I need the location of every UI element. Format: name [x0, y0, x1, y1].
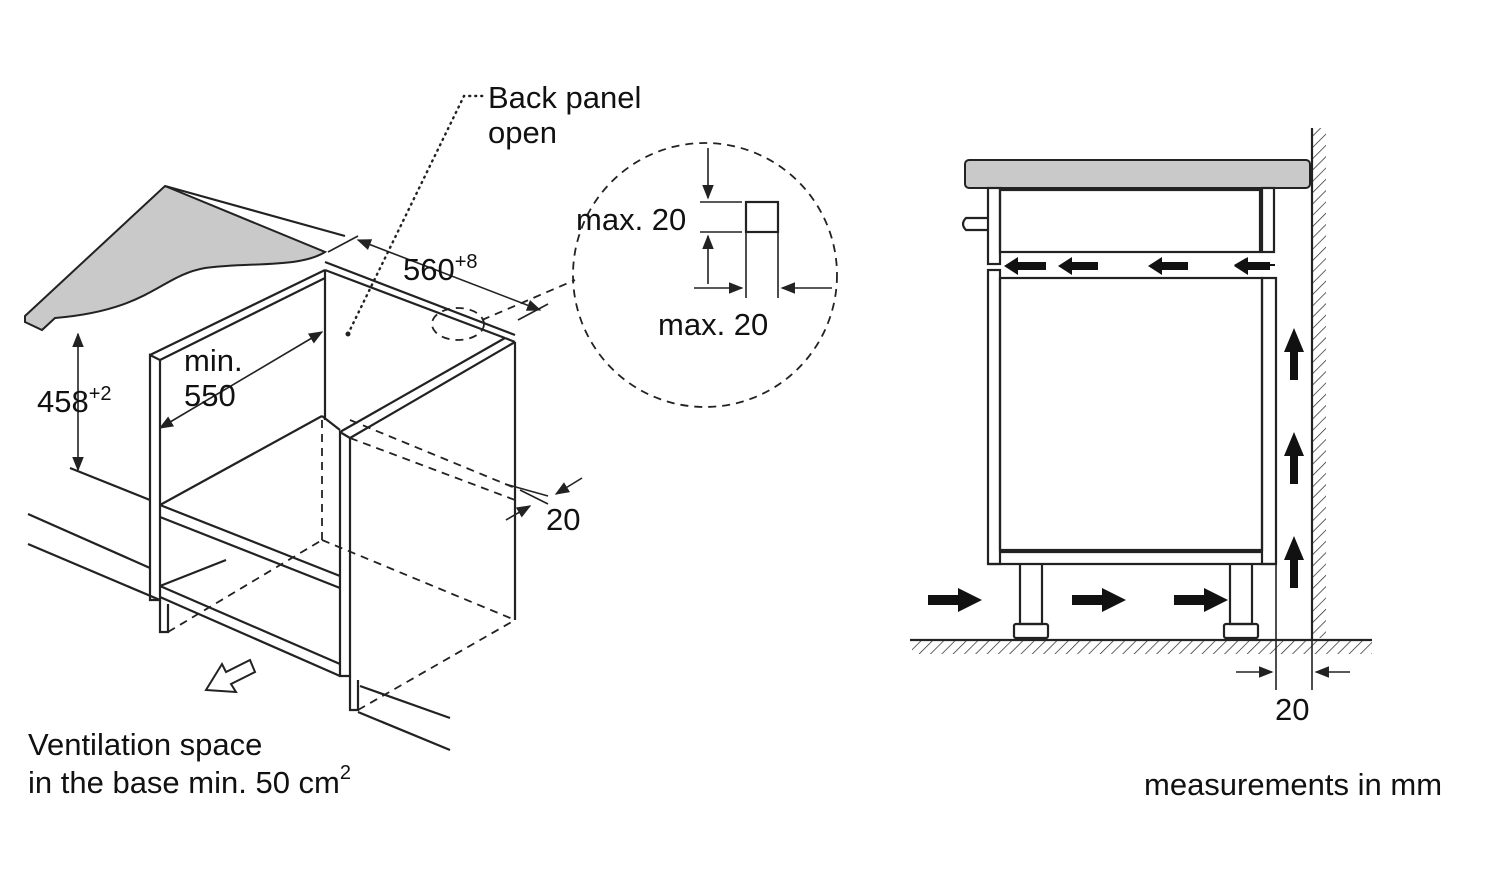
- detail-magnifier: [572, 142, 838, 408]
- width-tolerance: +8: [455, 251, 478, 273]
- side-section: [910, 128, 1372, 690]
- detail-max-top-label: max. 20: [576, 202, 686, 237]
- width-value: 560: [403, 252, 455, 287]
- depth-label-line2: 550: [184, 378, 236, 413]
- cabinet-isometric: [24, 94, 583, 752]
- ventilation-arrow-icon: [204, 658, 257, 694]
- height-value: 458: [37, 384, 89, 419]
- ventilation-note-text: in the base min. 50 cm: [28, 765, 340, 800]
- depth-label-line1: min.: [184, 343, 243, 378]
- side-countertop: [964, 159, 1311, 189]
- back-panel-label-line1: Back panel: [488, 80, 641, 115]
- ventilation-note-superscript: 2: [340, 762, 351, 784]
- front-gap-label: 20: [546, 502, 580, 537]
- height-tolerance: +2: [89, 383, 112, 405]
- ventilation-note-line1: Ventilation space: [28, 727, 262, 762]
- width-dimension: 560+8: [403, 251, 478, 287]
- back-panel-label-line2: open: [488, 115, 557, 150]
- airflow-arrows: [928, 257, 1304, 612]
- ventilation-note-line2: in the base min. 50 cm2: [28, 762, 351, 800]
- side-gap-label: 20: [1275, 692, 1309, 727]
- height-dimension: 458+2: [37, 383, 112, 419]
- units-note: measurements in mm: [1144, 767, 1442, 802]
- countertop: [24, 184, 328, 332]
- detail-max-bottom-label: max. 20: [658, 307, 768, 342]
